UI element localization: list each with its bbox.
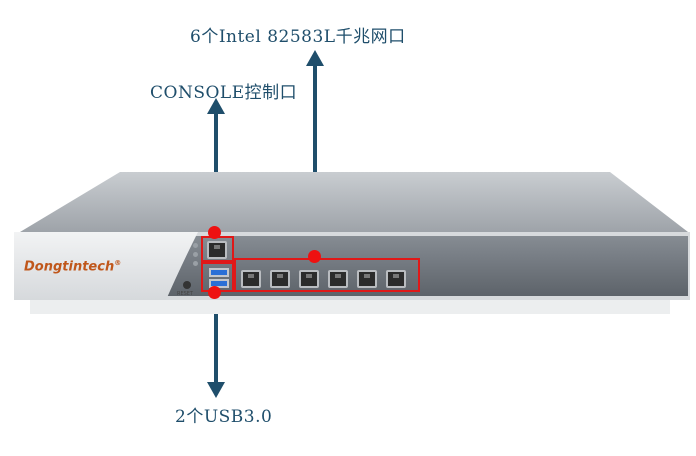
console-highlight-box: [201, 236, 234, 262]
lan-marker-dot: [308, 250, 321, 263]
lan-port-2[interactable]: [270, 270, 290, 288]
console-callout: CONSOLE控制口: [150, 83, 298, 103]
lan-highlight-box: [234, 258, 420, 292]
status-led-2: [193, 252, 198, 257]
brand-text: Dongtintech: [24, 259, 115, 275]
usb-callout: 2个USB3.0: [175, 407, 273, 427]
lan-port-5[interactable]: [357, 270, 377, 288]
console-port[interactable]: [207, 241, 227, 259]
lan-port-6[interactable]: [386, 270, 406, 288]
status-led-3: [193, 261, 198, 266]
brand-logo: Dongtintech®: [24, 259, 121, 274]
lan-port-1[interactable]: [241, 270, 261, 288]
usb-port-1[interactable]: [209, 268, 229, 277]
console-marker-dot: [208, 226, 221, 239]
usb-marker-dot: [208, 286, 221, 299]
reset-button[interactable]: [183, 281, 191, 289]
reset-label: RESET: [177, 291, 194, 297]
status-led-1: [193, 243, 198, 248]
brand-registered-mark: ®: [114, 259, 122, 267]
lan-ports-callout: 6个Intel 82583L千兆网口: [190, 27, 406, 47]
lan-port-3[interactable]: [299, 270, 319, 288]
lan-port-4[interactable]: [328, 270, 348, 288]
